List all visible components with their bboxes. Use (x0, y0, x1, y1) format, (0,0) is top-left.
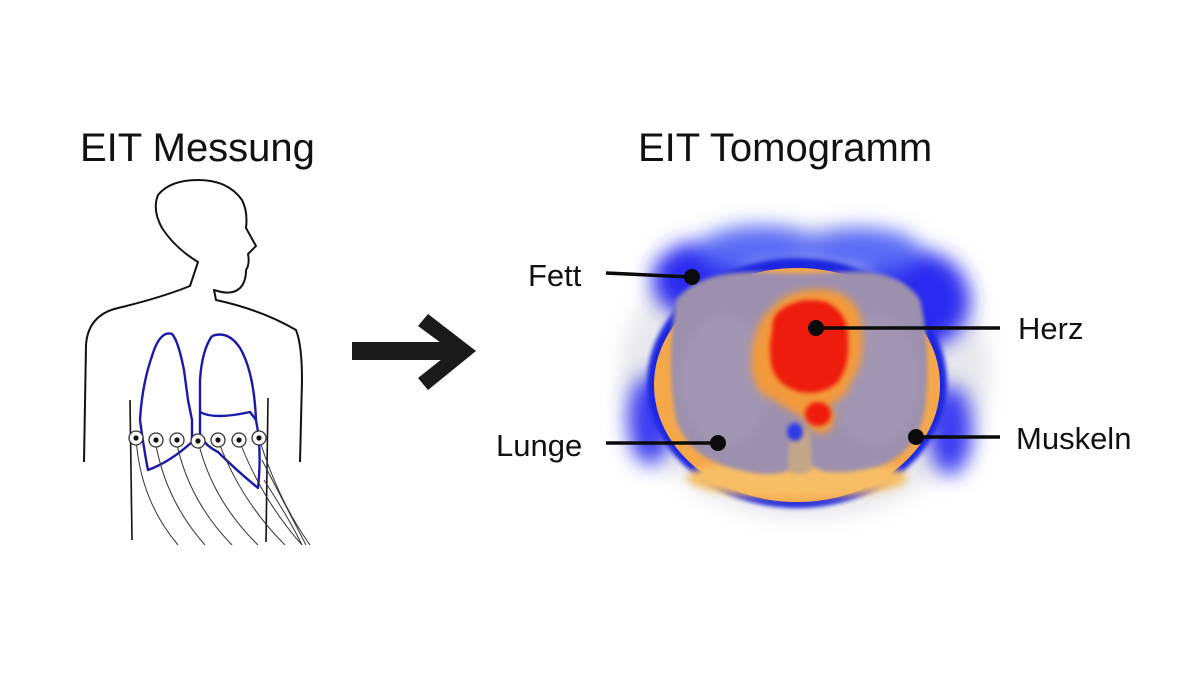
right-lung-outline (198, 335, 261, 490)
torso-illustration (83, 179, 311, 545)
muscle-pointer (908, 429, 1000, 445)
eit-measurement-title: EIT Messung (80, 126, 315, 170)
fat-pointer (605, 269, 700, 285)
lung-label: Lunge (496, 428, 583, 463)
torso-side-left (129, 399, 133, 541)
lung-pointer (606, 435, 726, 451)
electrode-7 (251, 430, 267, 446)
heart-label: Herz (1018, 311, 1084, 346)
electrode-3 (169, 432, 185, 448)
electrode-1 (128, 430, 144, 446)
body-outline (83, 179, 303, 463)
electrode-belt (128, 430, 267, 449)
heart-pointer (808, 320, 1000, 336)
eit-tomogram-image (620, 226, 990, 518)
electrode-wires (135, 437, 311, 545)
aorta-blue (787, 423, 803, 441)
arrow-right-icon (352, 314, 476, 390)
electrode-4 (190, 433, 206, 449)
heart-region (751, 289, 863, 434)
leader-lines (605, 269, 1000, 451)
muscle-label: Muskeln (1016, 421, 1132, 456)
fat-label: Fett (528, 258, 582, 293)
electrode-2 (148, 432, 164, 448)
right-lung-top (211, 333, 258, 421)
eit-tomogram-title: EIT Tomogramm (638, 126, 933, 170)
electrode-6 (231, 432, 247, 448)
left-lung-outline (138, 332, 194, 472)
electrode-5 (210, 432, 226, 448)
